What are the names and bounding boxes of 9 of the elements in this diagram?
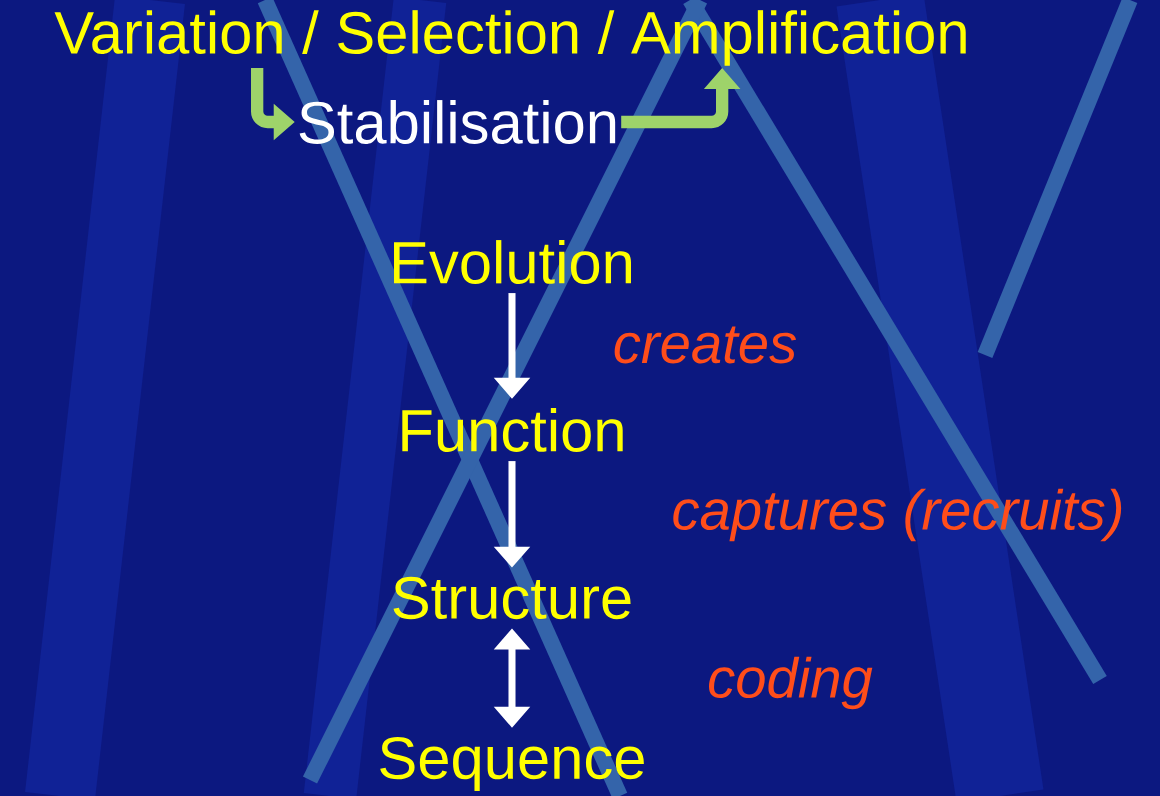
edge-label: coding <box>709 656 873 710</box>
node-label: Evolution <box>394 240 631 284</box>
node-label: Variation / Selection / Amplification <box>54 10 966 66</box>
edge-label: creates <box>614 326 797 364</box>
node-label: Structure <box>393 576 631 620</box>
node-label: Function <box>402 408 623 452</box>
node-label: Stabilisation <box>299 100 616 144</box>
edge-label: captures (recruits) <box>673 488 1122 542</box>
node-label: Sequence <box>380 736 644 792</box>
